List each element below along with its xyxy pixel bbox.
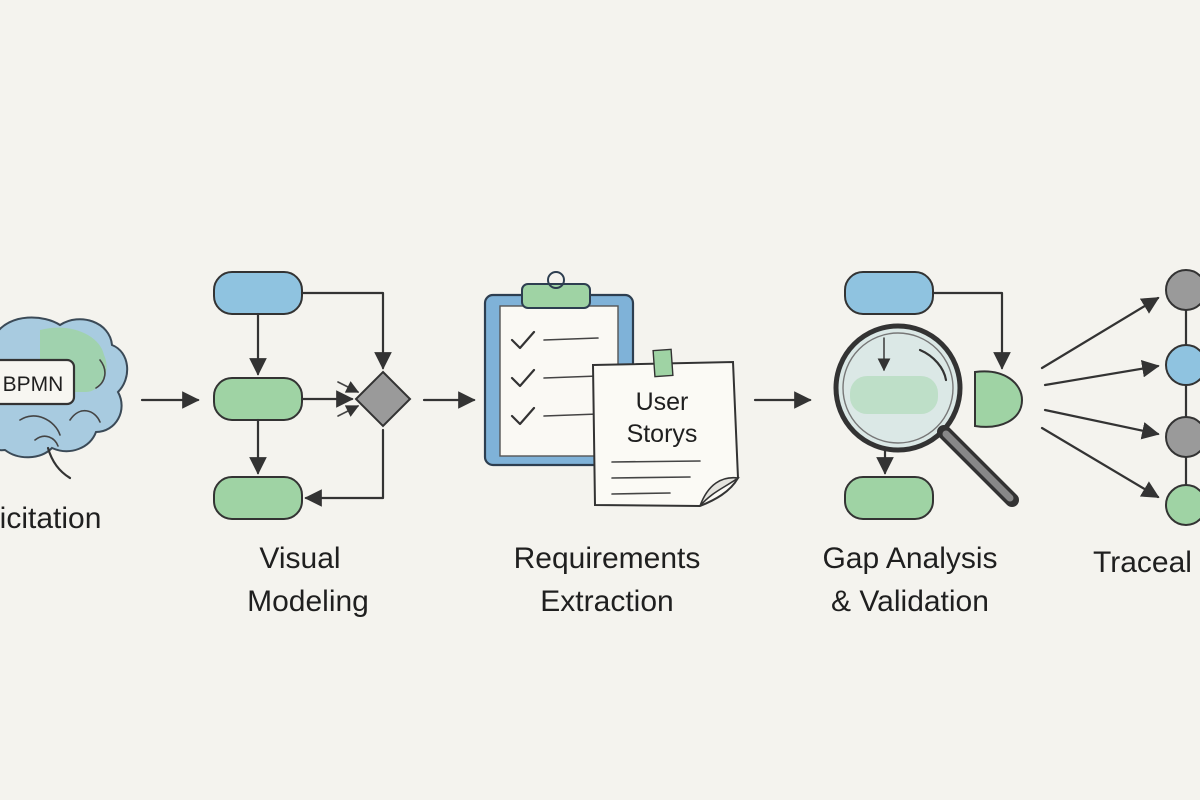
traceability-graph-icon [1040, 269, 1200, 526]
stage-visual-modeling: Visual Modeling [213, 271, 412, 618]
stage-requirements-extraction: User Storys Requirements Extraction [483, 271, 741, 618]
stage-traceability: Traceal [1040, 269, 1200, 579]
stage-label-requirements-line2: Extraction [540, 585, 673, 618]
bpmn-label: BPMN [3, 373, 64, 396]
stage-label-requirements-line1: Requirements [514, 542, 701, 575]
note-line1: User [636, 388, 689, 416]
stage-gap-analysis: Gap Analysis & Validation [822, 271, 1024, 618]
magnifier-icon [833, 271, 1024, 520]
stage-elicitation: BPMN licitation [0, 316, 129, 535]
note-line2: Storys [627, 420, 698, 448]
stage-label-gap-line1: Gap Analysis [822, 542, 997, 575]
stage-label-visual-line2: Modeling [247, 585, 369, 618]
stage-label-gap-line2: & Validation [831, 585, 989, 618]
stage-label-elicitation: licitation [0, 502, 101, 535]
flowchart-icon [213, 271, 412, 520]
bpmn-badge: BPMN [0, 358, 76, 406]
user-story-note: User Storys [591, 348, 741, 508]
stage-label-visual-line1: Visual [259, 542, 340, 575]
stage-label-traceability: Traceal [1093, 546, 1192, 579]
